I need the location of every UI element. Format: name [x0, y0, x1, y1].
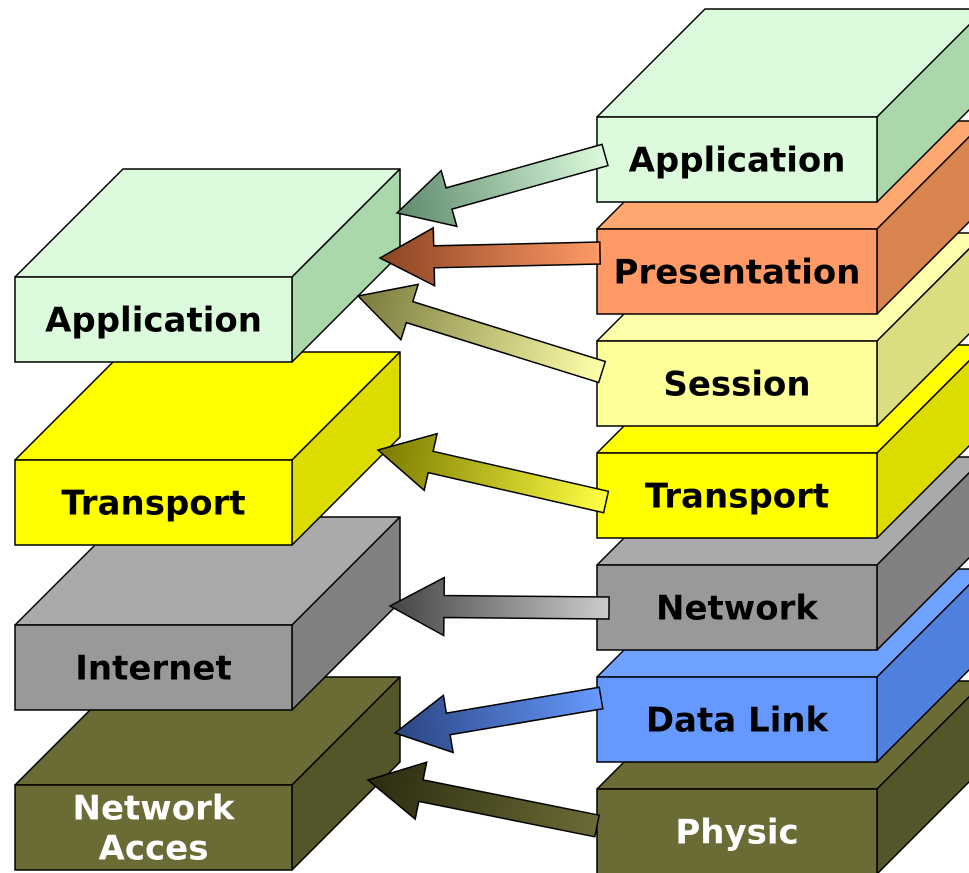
osi-stack: Physic Data Link Network Transport Session Pr… [596, 8, 969, 873]
arrow-network-to-internet [388, 576, 610, 637]
arrow-presentation-to-application [378, 226, 601, 288]
osi-layer-front-face [596, 676, 878, 763]
osi-layer-front-face [596, 116, 878, 203]
tcpip-layer-label: Acces [99, 829, 209, 869]
tcpip-layer-label: Internet [75, 649, 231, 689]
arrow-application-to-application [395, 143, 609, 228]
tcpip-layer-front-face [14, 624, 293, 711]
osi-layer-label: Transport [645, 477, 829, 517]
osi-layer-label: Presentation [614, 253, 861, 293]
tcpip-layer-label: Transport [61, 484, 245, 524]
tcpip-layer-front-face [14, 784, 293, 871]
tcpip-layer-transport: Transport [14, 351, 401, 546]
tcpip-layer-application: Application [14, 168, 401, 363]
osi-layer-application: Application [596, 8, 969, 203]
osi-layer-label: Network [656, 589, 819, 629]
osi-layer-front-face [596, 452, 878, 539]
osi-layer-front-face [596, 788, 878, 873]
layer-mapping-arrows [356, 143, 610, 838]
tcpip-layer-label: Network [73, 789, 236, 829]
tcpip-layer-front-face [14, 459, 293, 546]
arrow-transport-to-transport [376, 432, 610, 514]
arrow-physic-to-network-access [366, 761, 601, 838]
osi-layer-label: Session [663, 365, 810, 405]
osi-layer-label: Data Link [646, 701, 830, 741]
arrow-session-to-application [356, 283, 607, 384]
osi-layer-front-face [596, 228, 878, 315]
tcpip-layer-label: Application [45, 301, 262, 341]
osi-layer-label: Application [629, 141, 846, 181]
tcpip-layer-front-face [14, 276, 293, 363]
arrow-data-link-to-network-access [393, 686, 604, 754]
osi-layer-label: Physic [675, 813, 798, 853]
osi-layer-front-face [596, 340, 878, 427]
